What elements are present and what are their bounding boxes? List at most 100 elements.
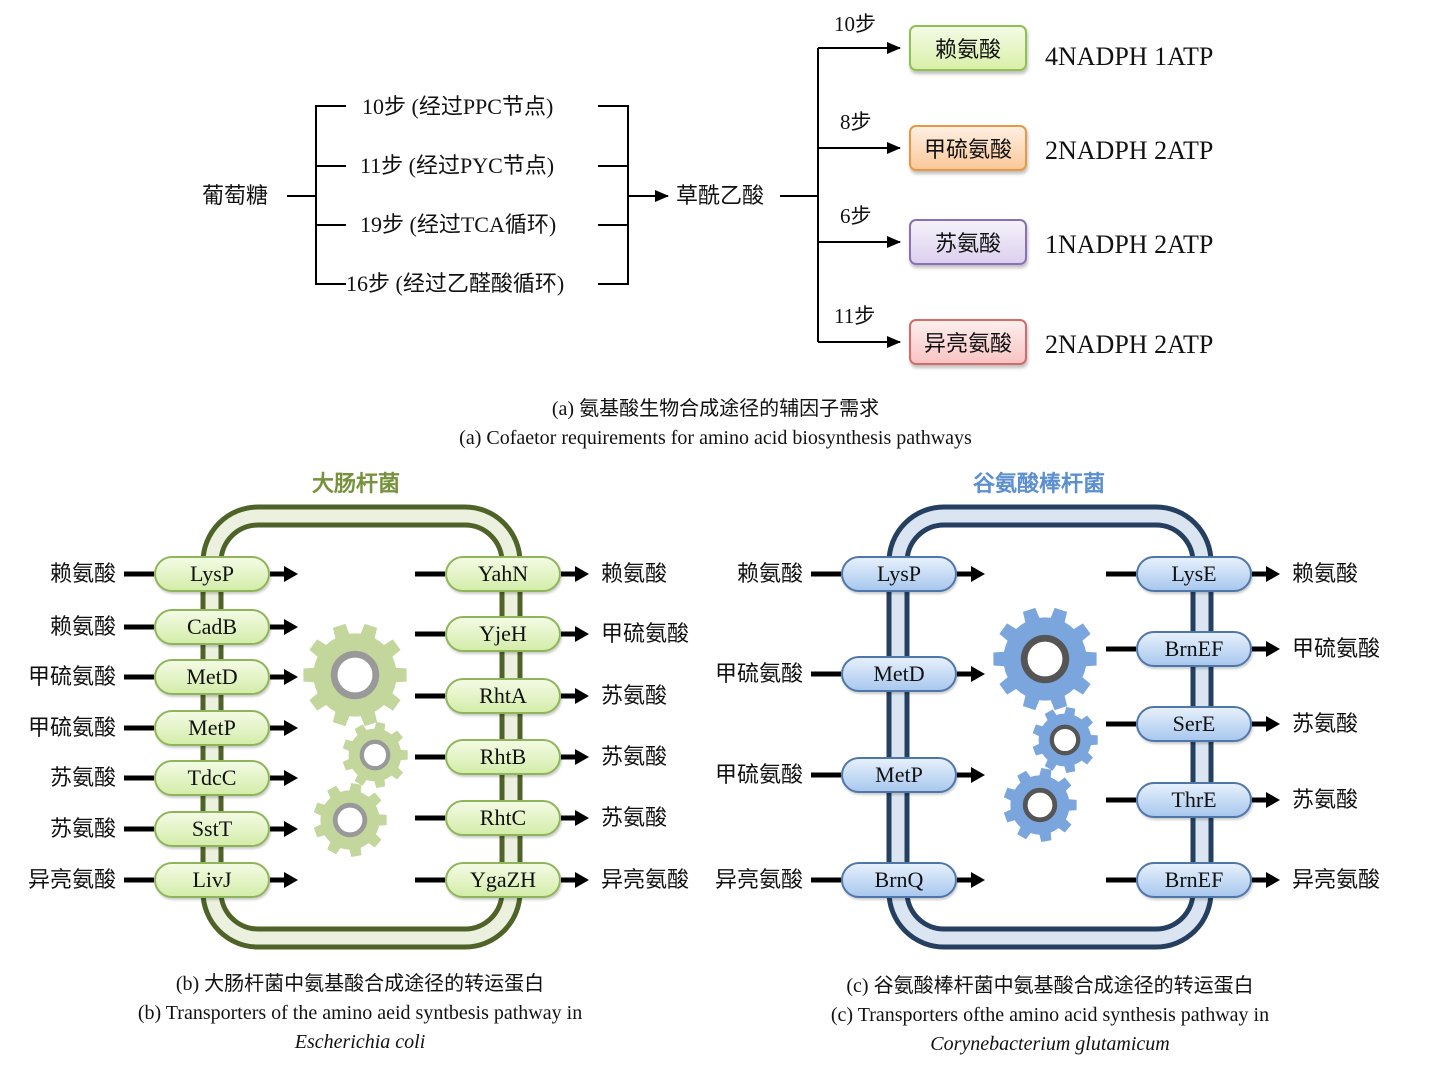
exporter-protein-rhtc: RhtC <box>445 800 561 836</box>
gear-hub <box>330 650 380 700</box>
step-count: 8步 <box>840 110 872 134</box>
arrowhead-icon <box>575 810 589 826</box>
arrowhead-icon <box>575 872 589 888</box>
cglutamicum-title: 谷氨酸棒杆菌 <box>973 471 1106 496</box>
arrowhead-icon <box>971 767 985 783</box>
arrowhead-icon <box>971 666 985 682</box>
importer-protein-livj: LivJ <box>154 862 270 898</box>
panel-c-caption: (c) 谷氨酸棒杆菌中氨基酸合成途径的转运蛋白 (c) Transporters… <box>750 972 1350 1059</box>
exporter-protein-thre: ThrE <box>1136 782 1252 818</box>
caption-en: (a) Cofaetor requirements for amino acid… <box>459 427 972 449</box>
importer-protein-sstt: SstT <box>154 811 270 847</box>
importer-substrate-label: 苏氨酸 <box>49 765 116 790</box>
importer-protein-cadb: CadB <box>154 609 270 645</box>
exporter-protein-brnef: BrnEF <box>1136 862 1252 898</box>
arrowhead-icon <box>1266 566 1280 582</box>
left-bracket <box>315 105 346 285</box>
isoleucine-box: 异亮氨酸 <box>909 319 1027 365</box>
cofactor-requirement: 4NADPH 1ATP <box>1045 42 1214 71</box>
importer-protein-lysp: LysP <box>841 556 957 592</box>
exporter-product-label: 赖氨酸 <box>1292 561 1359 586</box>
importer-protein-metd: MetD <box>841 656 957 692</box>
caption-en: (b) Transporters of the amino aeid syntb… <box>137 1002 583 1024</box>
importer-protein-tdcc: TdcC <box>154 760 270 796</box>
importer-substrate-label: 甲硫氨酸 <box>714 661 803 686</box>
arrowhead-icon <box>284 770 298 786</box>
arrowhead-icon <box>284 619 298 635</box>
caption-en: (c) Transporters ofthe amino acid synthe… <box>830 1004 1270 1026</box>
importer-substrate-label: 赖氨酸 <box>49 614 116 639</box>
exporter-protein-yjeh: YjeH <box>445 616 561 652</box>
gear-hub <box>359 739 391 771</box>
importer-substrate-label: 甲硫氨酸 <box>27 715 116 740</box>
gear-hub <box>1022 787 1058 823</box>
importer-substrate-label: 赖氨酸 <box>736 561 803 586</box>
importer-substrate-label: 赖氨酸 <box>49 561 116 586</box>
methionine-box: 甲硫氨酸 <box>909 125 1027 171</box>
gear-hub <box>1020 634 1070 684</box>
arrowhead-icon <box>284 720 298 736</box>
importer-protein-lysp: LysP <box>154 556 270 592</box>
arrowhead-icon <box>1266 641 1280 657</box>
route-label: 11步 (经过PYC节点) <box>360 153 555 178</box>
arrowhead-icon <box>971 872 985 888</box>
exporter-product-label: 赖氨酸 <box>601 561 668 586</box>
importer-substrate-label: 异亮氨酸 <box>714 867 803 892</box>
exporter-product-label: 异亮氨酸 <box>1292 867 1381 892</box>
importer-protein-brnq: BrnQ <box>841 862 957 898</box>
arrowhead-icon <box>575 688 589 704</box>
exporter-product-label: 甲硫氨酸 <box>601 621 690 646</box>
importer-protein-metp: MetP <box>841 757 957 793</box>
exporter-protein-rhta: RhtA <box>445 678 561 714</box>
exporter-product-label: 异亮氨酸 <box>601 867 690 892</box>
route-label: 19步 (经过TCA循环) <box>360 212 557 237</box>
arrowhead-icon <box>1266 792 1280 808</box>
glucose-label: 葡萄糖 <box>202 183 269 208</box>
exporter-product-label: 苏氨酸 <box>601 744 668 769</box>
lysine-box: 赖氨酸 <box>909 25 1027 71</box>
cofactor-requirement: 1NADPH 2ATP <box>1045 230 1214 259</box>
route-label: 10步 (经过PPC节点) <box>362 94 554 119</box>
arrowhead-icon <box>575 749 589 765</box>
exporter-product-label: 苏氨酸 <box>1292 787 1359 812</box>
caption-species: Escherichia coli <box>294 1031 426 1053</box>
arrowhead-icon <box>284 821 298 837</box>
step-count: 11步 <box>834 304 876 328</box>
caption-species: Corynebacterium glutamicum <box>930 1033 1170 1055</box>
caption-cn: (b) 大肠杆菌中氨基酸合成途径的转运蛋白 <box>175 973 545 995</box>
importer-protein-metp: MetP <box>154 710 270 746</box>
exporter-protein-ygazh: YgaZH <box>445 862 561 898</box>
exporter-product-label: 甲硫氨酸 <box>1292 636 1381 661</box>
importer-substrate-label: 异亮氨酸 <box>27 867 116 892</box>
arrowhead-icon <box>575 626 589 642</box>
exporter-protein-yahn: YahN <box>445 556 561 592</box>
gear-hub <box>332 802 368 838</box>
importer-substrate-label: 甲硫氨酸 <box>714 762 803 787</box>
arrowhead-icon <box>284 566 298 582</box>
exporter-product-label: 苏氨酸 <box>601 805 668 830</box>
arrowhead-icon <box>284 669 298 685</box>
arrowhead-icon <box>284 872 298 888</box>
importer-substrate-label: 苏氨酸 <box>49 816 116 841</box>
importer-substrate-label: 甲硫氨酸 <box>27 664 116 689</box>
step-count: 6步 <box>840 204 872 228</box>
caption-cn: (c) 谷氨酸棒杆菌中氨基酸合成途径的转运蛋白 <box>846 975 1254 997</box>
arrowhead-icon <box>1266 716 1280 732</box>
arrowhead-icon <box>1266 872 1280 888</box>
exporter-protein-brnef: BrnEF <box>1136 631 1252 667</box>
importer-protein-metd: MetD <box>154 659 270 695</box>
cofactor-requirement: 2NADPH 2ATP <box>1045 136 1214 165</box>
ecoli-title: 大肠杆菌 <box>312 471 401 496</box>
panel-b-caption: (b) 大肠杆菌中氨基酸合成途径的转运蛋白 (b) Transporters o… <box>60 970 660 1057</box>
panel-a-caption: (a) 氨基酸生物合成途径的辅因子需求 (a) Cofaetor require… <box>330 395 1101 453</box>
oxaloacetate-label: 草酰乙酸 <box>676 183 765 208</box>
arrowhead-icon <box>575 566 589 582</box>
exporter-protein-sere: SerE <box>1136 706 1252 742</box>
step-count: 10步 <box>834 12 876 36</box>
route-label: 16步 (经过乙醛酸循环) <box>346 271 565 296</box>
arrowhead-icon <box>971 566 985 582</box>
exporter-protein-lyse: LysE <box>1136 556 1252 592</box>
